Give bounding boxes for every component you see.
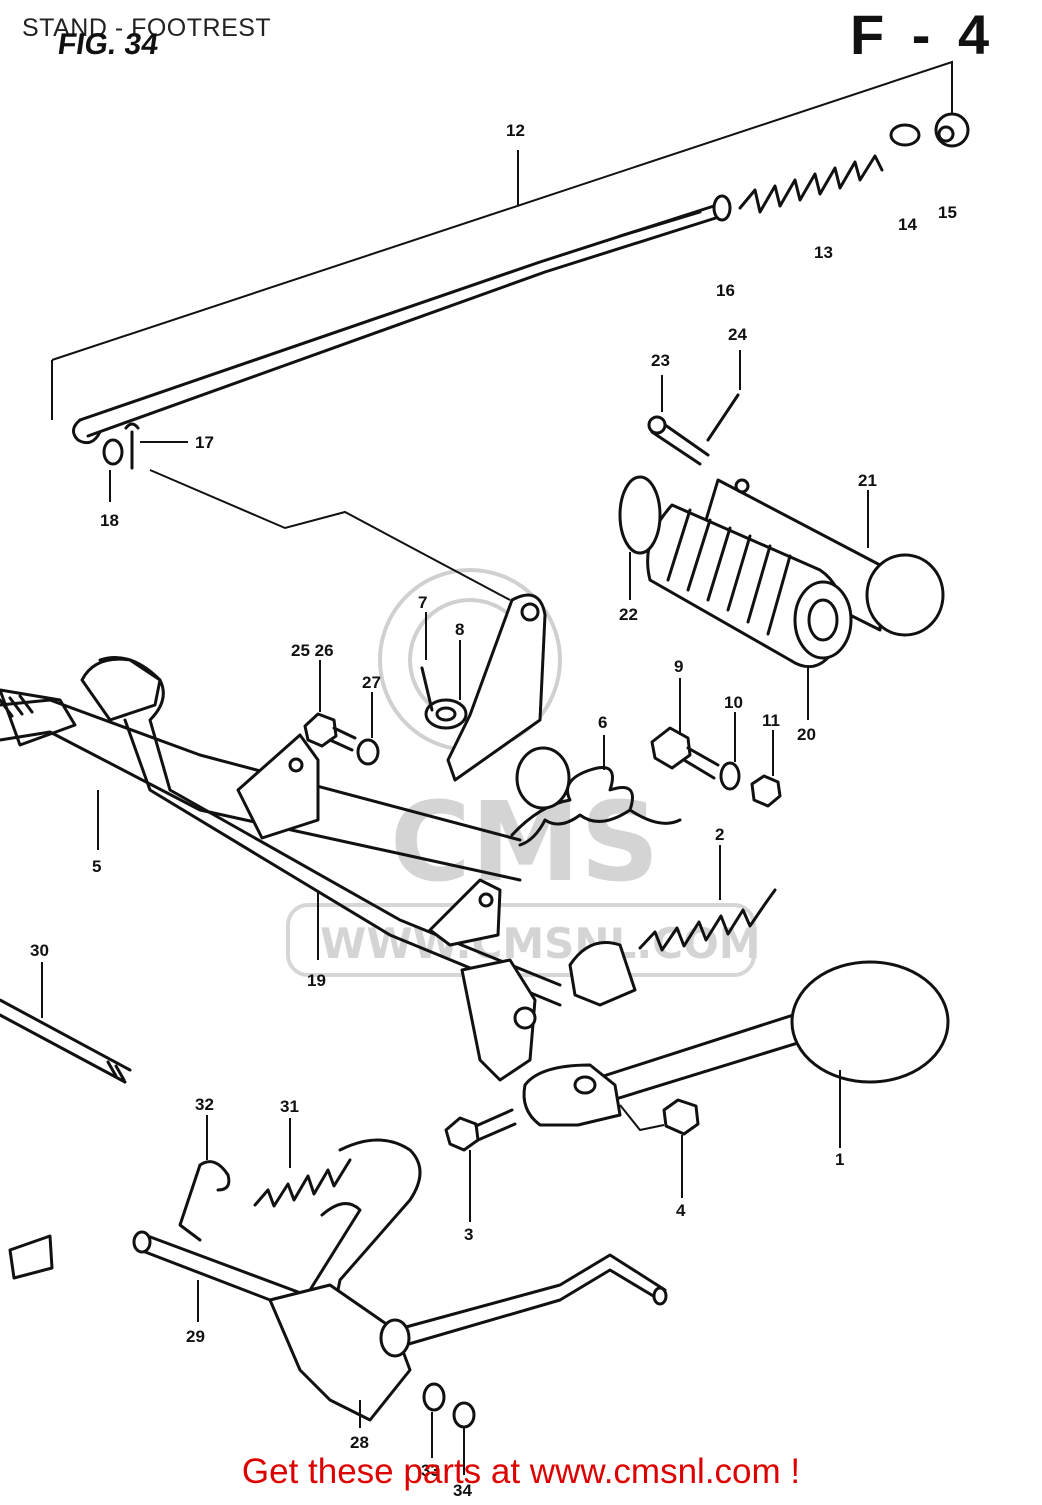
spring-2 <box>638 888 777 952</box>
callout-23: 23 <box>651 351 670 370</box>
callout-25-26: 25 26 <box>291 641 334 660</box>
callout-15: 15 <box>938 203 957 222</box>
callout-14: 14 <box>898 215 917 234</box>
washer-16 <box>712 194 732 222</box>
callout-18: 18 <box>100 511 119 530</box>
callout-2: 2 <box>715 825 724 844</box>
callout-5: 5 <box>92 857 101 876</box>
washer-18 <box>102 438 124 466</box>
bolt-7 <box>420 666 434 712</box>
page-number: F - 4 <box>850 3 996 66</box>
callout-34: 34 <box>453 1481 472 1500</box>
nut-33 <box>422 1382 446 1412</box>
footrest-bar-5 <box>0 688 522 882</box>
callout-19: 19 <box>307 971 326 990</box>
callout-33: 33 <box>421 1461 440 1480</box>
sidestand-bracket <box>460 958 537 1082</box>
callout-1: 1 <box>835 1150 844 1169</box>
shaft-30 <box>0 998 132 1084</box>
callout-31: 31 <box>280 1097 299 1116</box>
nut-11 <box>750 774 782 808</box>
callout-20: 20 <box>797 725 816 744</box>
cotter-24 <box>706 393 740 442</box>
brake-pedal-arm <box>424 593 547 782</box>
callout-13: 13 <box>814 243 833 262</box>
bolt-9 <box>650 726 720 780</box>
callout-17: 17 <box>195 433 214 452</box>
main-stand-28 <box>132 1138 668 1422</box>
callout-16: 16 <box>716 281 735 300</box>
washer-10 <box>719 761 741 791</box>
adjuster-spring <box>738 154 884 214</box>
footer-link[interactable]: Get these parts at www.cmsnl.com ! <box>241 1452 801 1491</box>
callout-8: 8 <box>455 620 464 639</box>
callout-9: 9 <box>674 657 683 676</box>
figure-number: FIG. 34 <box>55 28 161 61</box>
nut-34 <box>452 1401 476 1429</box>
bracket-line-12 <box>51 60 953 420</box>
washer-22 <box>618 475 662 555</box>
callout-24: 24 <box>728 325 747 344</box>
watermark-site: WWW.CMSNL.COM <box>320 919 761 968</box>
callout-21: 21 <box>858 471 877 490</box>
callout-7: 7 <box>418 593 427 612</box>
callout-32: 32 <box>195 1095 214 1114</box>
callout-11: 11 <box>762 711 780 730</box>
cotter-pin-17 <box>124 422 140 470</box>
pedal-pivot-boss <box>515 746 571 810</box>
callout-labels: 1 2 3 4 5 6 7 8 9 10 11 12 13 14 15 16 1… <box>30 121 957 1500</box>
sidestand-1 <box>522 960 950 1127</box>
callout-22: 22 <box>619 605 638 624</box>
spring-hook-32 <box>178 1160 231 1242</box>
front-marker-icon <box>8 1234 54 1280</box>
footrest-rubber <box>646 503 853 669</box>
pin-14 <box>889 123 921 147</box>
callout-29: 29 <box>186 1327 205 1346</box>
washer-27 <box>356 738 380 766</box>
leader-pedal-link <box>149 469 511 601</box>
brake-rod <box>72 202 724 445</box>
callout-27: 27 <box>362 673 381 692</box>
bolt-25 <box>303 712 357 752</box>
callout-10: 10 <box>724 693 743 712</box>
callout-12: 12 <box>506 121 525 140</box>
spring-31 <box>253 1158 352 1208</box>
return-spring-6 <box>510 766 682 847</box>
callout-4: 4 <box>676 1201 686 1220</box>
callout-3: 3 <box>464 1225 473 1244</box>
callout-28: 28 <box>350 1433 369 1452</box>
callout-30: 30 <box>30 941 49 960</box>
bolt-3 <box>444 1108 517 1152</box>
callout-6: 6 <box>598 713 607 732</box>
nut-4 <box>662 1098 700 1136</box>
page-title: STAND - FOOTREST <box>22 14 272 42</box>
